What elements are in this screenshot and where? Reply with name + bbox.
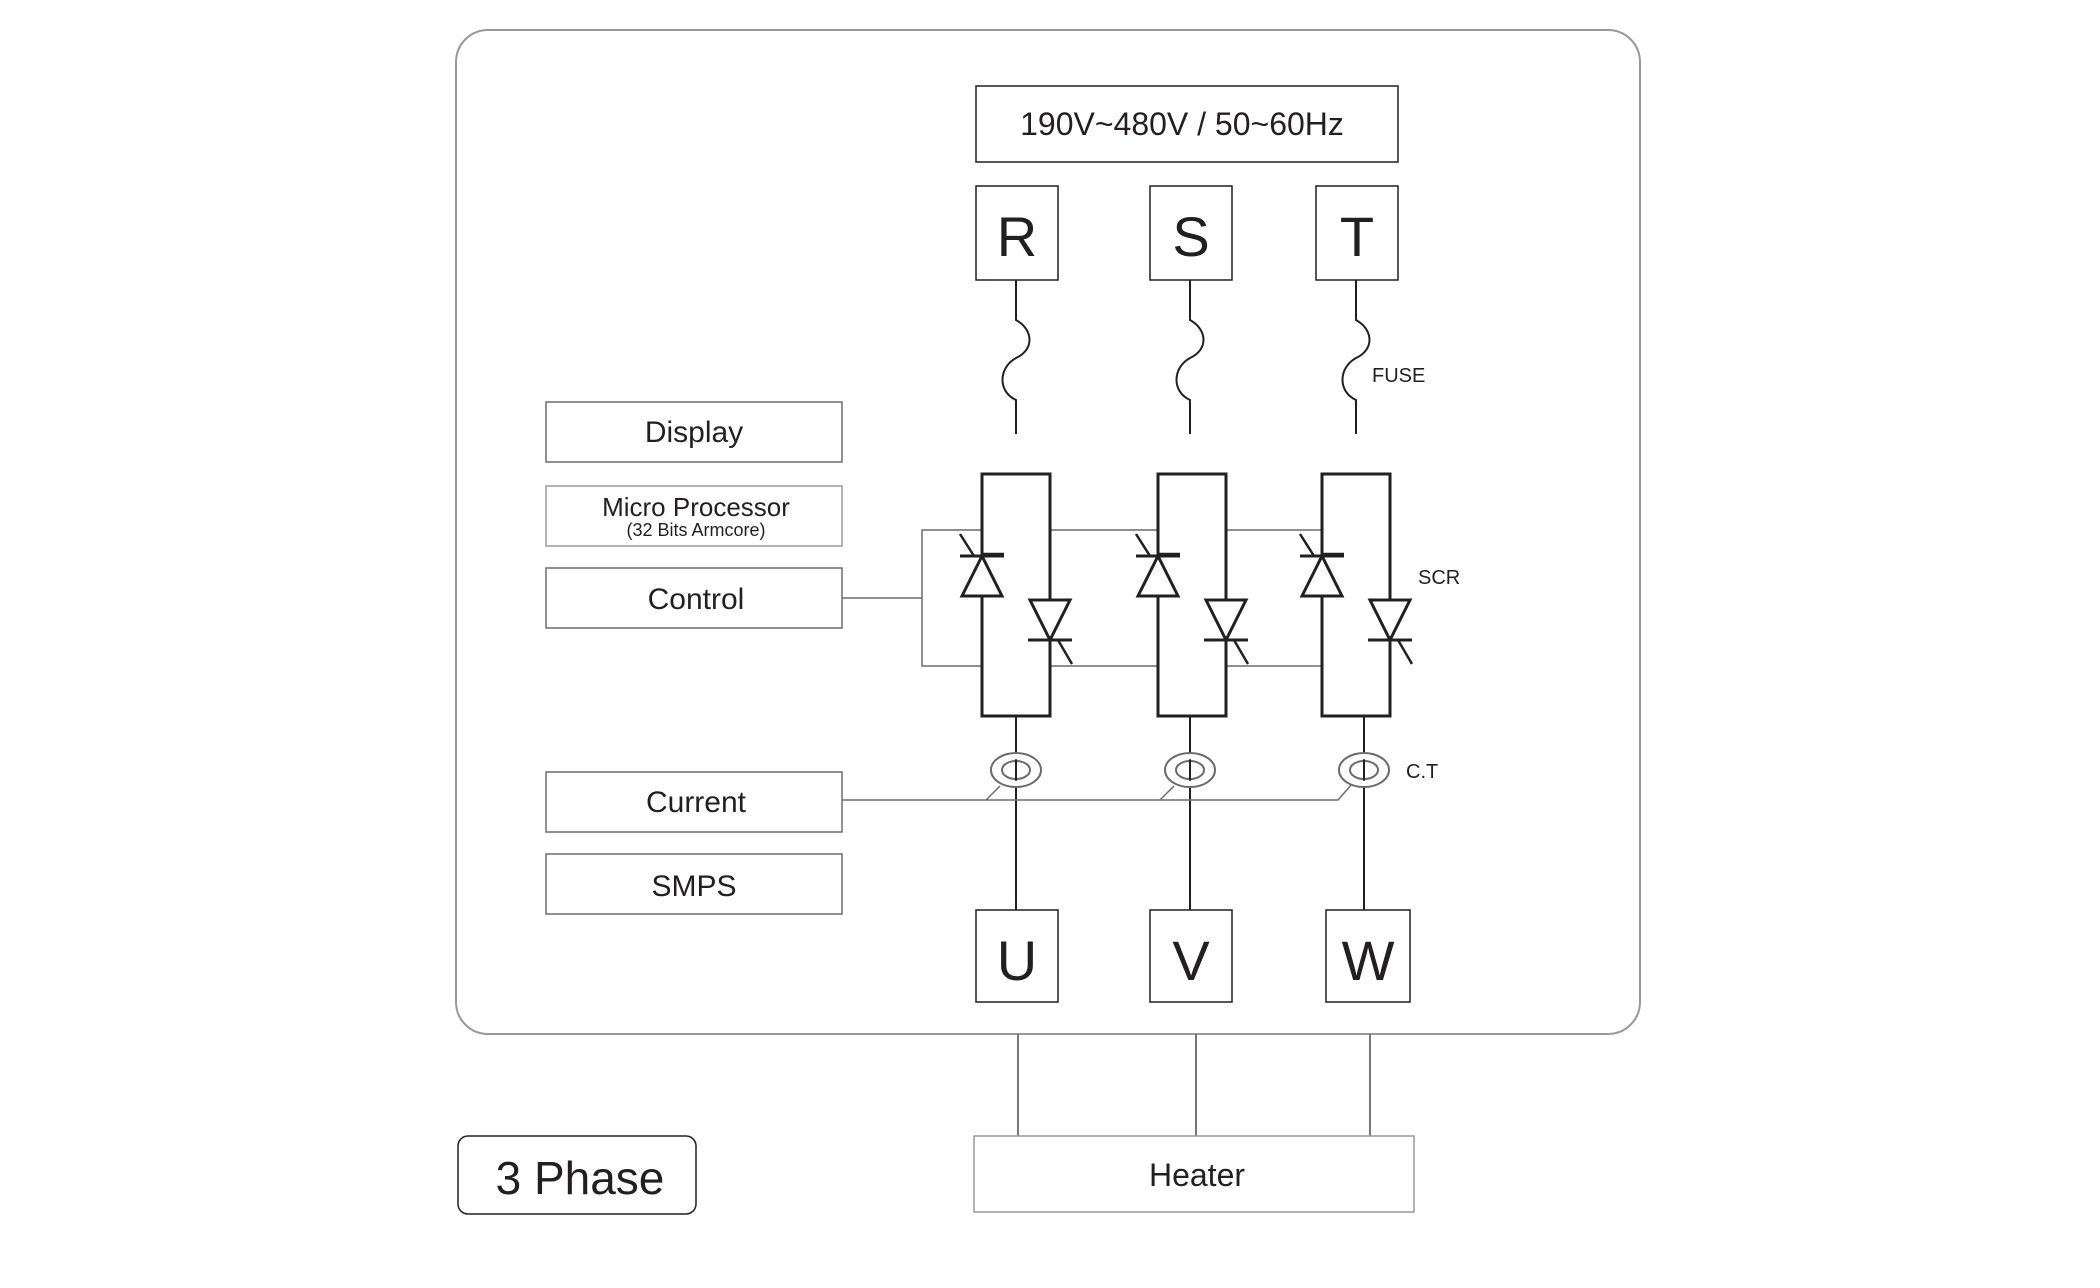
display-module: Display (545, 401, 843, 463)
svg-text:(32 Bits Armcore): (32 Bits Armcore) (626, 520, 765, 540)
terminal-u: U (975, 909, 1059, 1003)
micro-processor-module: Micro Processor (32 Bits Armcore) (545, 485, 843, 547)
svg-text:V: V (1172, 929, 1210, 992)
svg-text:SMPS: SMPS (651, 870, 736, 903)
supply-box (975, 85, 1399, 163)
svg-text:Control: Control (648, 583, 745, 616)
smps-module: SMPS (545, 853, 843, 915)
terminal-v: V (1149, 909, 1233, 1003)
terminal-s: S (1149, 185, 1233, 281)
control-module: Control (545, 567, 843, 629)
current-bus (840, 783, 1353, 801)
phase-badge: 3 Phase (457, 1135, 697, 1215)
heater-box: Heater (973, 1135, 1415, 1213)
svg-text:W: W (1342, 929, 1395, 992)
svg-text:3 Phase: 3 Phase (496, 1152, 665, 1204)
svg-text:Micro Processor: Micro Processor (602, 492, 790, 522)
scr-label: SCR (1418, 567, 1460, 589)
current-module: Current (545, 771, 843, 833)
ct-label: C.T (1406, 761, 1438, 783)
terminal-w: W (1325, 909, 1411, 1003)
fuse-label: FUSE (1372, 365, 1425, 387)
svg-text:U: U (997, 929, 1037, 992)
svg-text:Display: Display (645, 416, 743, 449)
terminal-r: R (975, 185, 1059, 281)
svg-text:R: R (997, 205, 1037, 268)
svg-text:T: T (1340, 205, 1374, 268)
terminal-t: T (1315, 185, 1399, 281)
svg-text:Heater: Heater (1149, 1157, 1245, 1193)
svg-text:Current: Current (646, 786, 747, 819)
svg-text:S: S (1172, 205, 1209, 268)
supply-label: 190V~480V / 50~60Hz (1020, 106, 1344, 142)
